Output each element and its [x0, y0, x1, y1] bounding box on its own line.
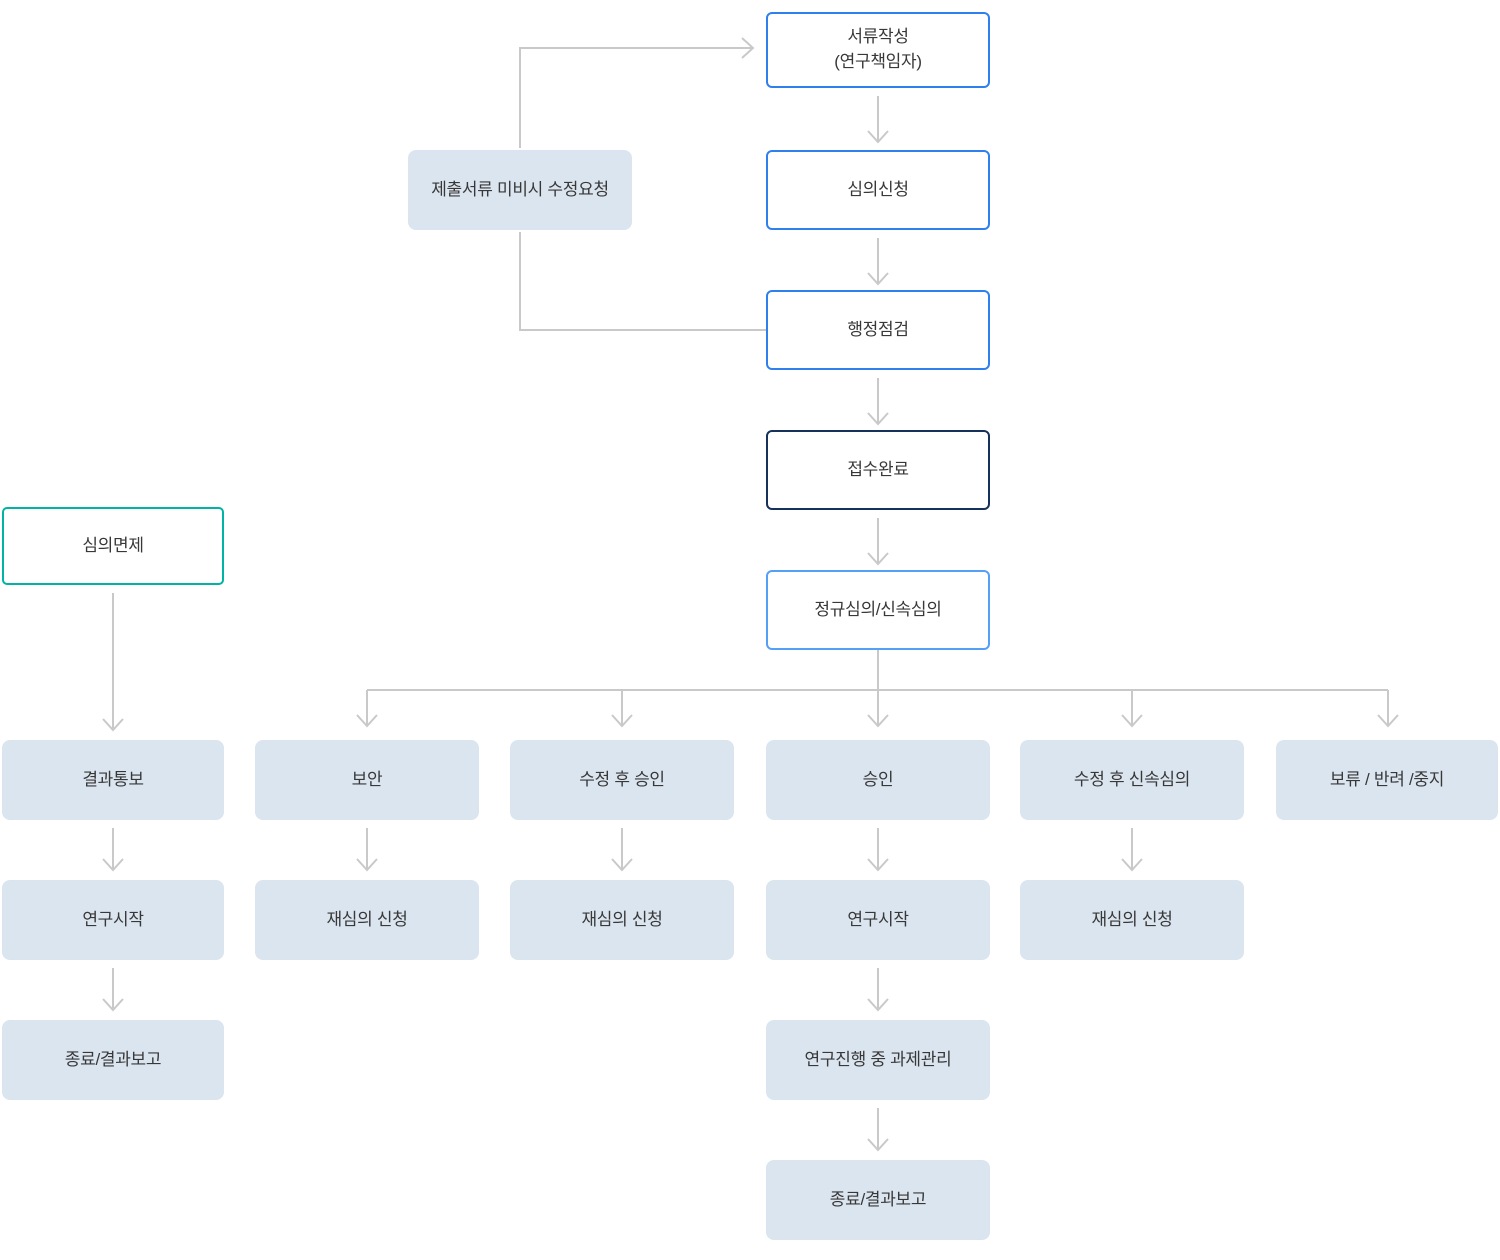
node-regular-expedited-review: 정규심의/신속심의 — [766, 570, 990, 650]
node-result-notification-label: 결과통보 — [82, 769, 144, 789]
arrow-revision-to-rereview — [611, 828, 633, 872]
arrow-docprep-to-application — [867, 96, 889, 144]
arrow-start-to-project-management — [867, 968, 889, 1012]
node-document-preparation-label: 서류작성 — [847, 27, 909, 47]
node-revision-rereview-request: 재심의 신청 — [510, 880, 734, 960]
arrow-exemption-to-result — [102, 593, 124, 732]
arrow-check-to-receipt — [867, 378, 889, 426]
arrow-supplement-to-rereview — [356, 828, 378, 872]
node-administrative-check: 행정점검 — [766, 290, 990, 370]
node-expedited-review-after-revision-label: 수정 후 신속심의 — [1073, 769, 1191, 789]
arrow-receipt-to-review — [867, 518, 889, 566]
arrow-drop-expedited-after-revision — [1121, 690, 1143, 728]
node-exemption-end-report: 종료/결과보고 — [2, 1020, 224, 1100]
node-approval-end-report-label: 종료/결과보고 — [829, 1189, 927, 1209]
node-expedited-rereview-request: 재심의 신청 — [1020, 880, 1244, 960]
node-document-preparation: 서류작성 (연구책임자) — [766, 12, 990, 88]
node-receipt-completed: 접수완료 — [766, 430, 990, 510]
node-expedited-rereview-request-label: 재심의 신청 — [1091, 909, 1173, 929]
node-approval-after-revision-label: 수정 후 승인 — [579, 769, 665, 789]
arrow-revision-request-to-docprep — [519, 37, 755, 148]
arrow-drop-supplement — [356, 690, 378, 728]
node-revision-request: 제출서류 미비시 수정요청 — [408, 150, 632, 230]
node-project-management-label: 연구진행 중 과제관리 — [804, 1049, 952, 1069]
node-supplement-label: 보안 — [351, 769, 383, 789]
node-hold-reject-stop: 보류 / 반려 /중지 — [1276, 740, 1498, 820]
node-review-exemption-label: 심의면제 — [82, 535, 144, 555]
node-supplement-rereview-request-label: 재심의 신청 — [326, 909, 408, 929]
node-project-management: 연구진행 중 과제관리 — [766, 1020, 990, 1100]
node-approval-end-report: 종료/결과보고 — [766, 1160, 990, 1240]
node-approval: 승인 — [766, 740, 990, 820]
node-review-application: 심의신청 — [766, 150, 990, 230]
node-revision-rereview-request-label: 재심의 신청 — [581, 909, 663, 929]
node-hold-reject-stop-label: 보류 / 반려 /중지 — [1329, 769, 1445, 789]
node-review-exemption: 심의면제 — [2, 507, 224, 585]
node-approval-research-start: 연구시작 — [766, 880, 990, 960]
arrow-application-to-check — [867, 238, 889, 286]
arrow-drop-approval-after-revision — [611, 690, 633, 728]
arrow-drop-approval — [867, 690, 889, 728]
node-document-preparation-sublabel: (연구책임자) — [834, 52, 922, 71]
node-approval-label: 승인 — [862, 769, 894, 789]
arrow-approval-to-start — [867, 828, 889, 872]
node-regular-expedited-review-label: 정규심의/신속심의 — [814, 599, 942, 619]
node-exemption-research-start: 연구시작 — [2, 880, 224, 960]
node-administrative-check-label: 행정점검 — [847, 319, 909, 339]
node-revision-request-label: 제출서류 미비시 수정요청 — [431, 179, 609, 199]
node-review-application-label: 심의신청 — [847, 179, 909, 199]
arrow-start-to-end-report-left — [102, 968, 124, 1012]
node-result-notification: 결과통보 — [2, 740, 224, 820]
node-exemption-end-report-label: 종료/결과보고 — [64, 1049, 162, 1069]
arrow-project-management-to-end-report — [867, 1108, 889, 1152]
node-approval-research-start-label: 연구시작 — [847, 909, 909, 929]
node-supplement: 보안 — [255, 740, 479, 820]
node-expedited-review-after-revision: 수정 후 신속심의 — [1020, 740, 1244, 820]
node-supplement-rereview-request: 재심의 신청 — [255, 880, 479, 960]
node-receipt-completed-label: 접수완료 — [847, 459, 909, 479]
arrow-result-to-start — [102, 828, 124, 872]
arrow-drop-hold-reject-stop — [1377, 690, 1399, 728]
node-approval-after-revision: 수정 후 승인 — [510, 740, 734, 820]
node-exemption-research-start-label: 연구시작 — [82, 909, 144, 929]
arrow-expedited-to-rereview — [1121, 828, 1143, 872]
line-check-to-revision-request — [519, 232, 766, 331]
